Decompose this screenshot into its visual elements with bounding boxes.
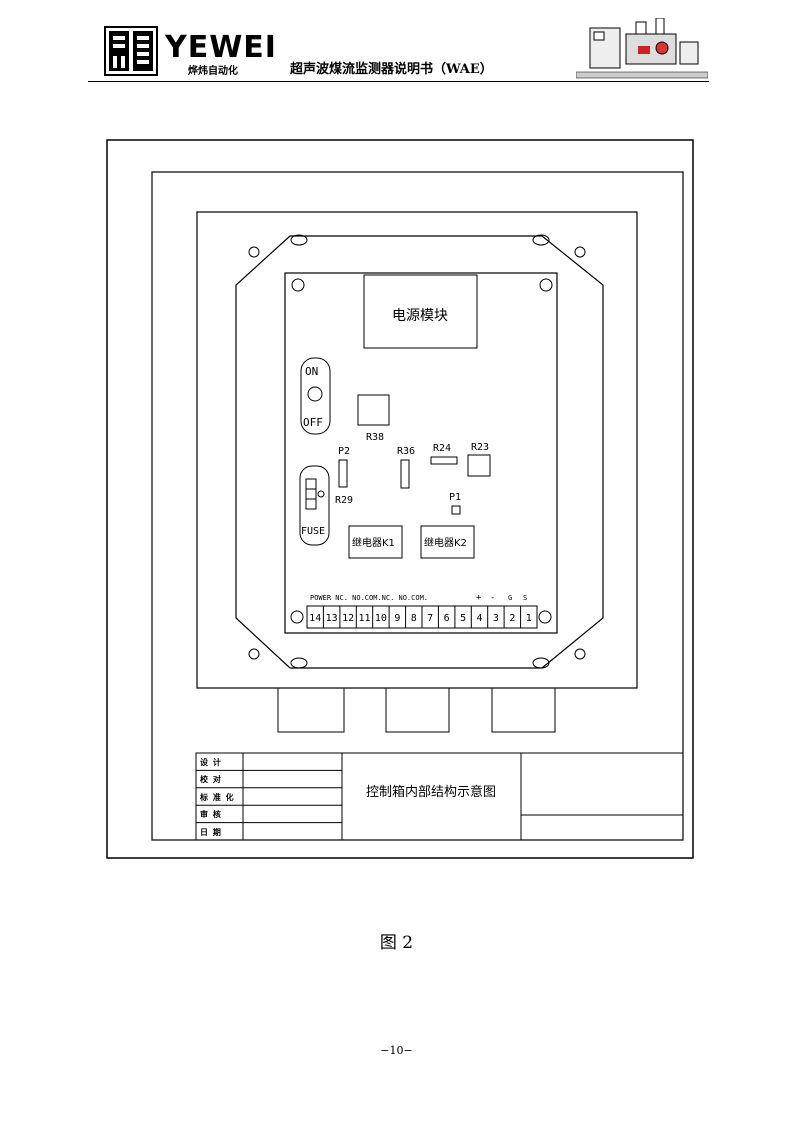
terminal-number: 1 (526, 613, 532, 624)
drawing-title: 控制箱内部结构示意图 (366, 784, 496, 800)
title-block-row: 设 计 (200, 757, 221, 767)
terminal-sign-g: G (508, 594, 512, 602)
terminal-number: 8 (411, 613, 417, 624)
page-number: −10− (380, 1044, 413, 1057)
terminal-sign-plus: + (476, 593, 482, 603)
document-title: 超声波煤流监测器说明书（WAE） (290, 62, 493, 77)
brand-name: YEWEI (165, 30, 277, 65)
terminal-number: 12 (342, 613, 354, 624)
terminal-sign-minus: - (490, 593, 495, 603)
r36-label: R36 (397, 446, 415, 457)
terminal-function-header: POWER NC. NO.COM.NC. NO.COM. (310, 594, 428, 602)
switch-on-label: ON (305, 365, 318, 378)
title-block-row: 校 对 (200, 774, 221, 784)
terminal-number: 13 (326, 613, 338, 624)
terminal-number: 3 (493, 613, 499, 624)
terminal-number: 6 (444, 613, 450, 624)
relay-k1-label: 继电器K1 (352, 536, 395, 549)
terminal-sign-s: S (523, 594, 527, 602)
terminal-dividers (322, 606, 522, 628)
p1-label: P1 (449, 492, 461, 503)
title-block-row: 审 核 (200, 809, 221, 819)
brand-subtitle: 烨炜自动化 (188, 66, 238, 77)
terminal-number: 10 (375, 613, 387, 624)
terminal-number: 5 (460, 613, 466, 624)
terminal-number: 4 (476, 613, 482, 624)
r38-label: R38 (366, 432, 384, 443)
terminal-number: 2 (509, 613, 515, 624)
title-block-row: 标 准 化 (199, 792, 234, 802)
title-block-row: 日 期 (200, 827, 221, 837)
r24-label: R24 (433, 443, 451, 454)
terminal-number: 7 (427, 613, 433, 624)
header-divider (88, 81, 709, 82)
terminal-number: 9 (394, 613, 400, 624)
terminal-number: 11 (358, 613, 370, 624)
power-module-label: 电源模块 (392, 308, 448, 324)
figure-caption: 图 2 (379, 933, 414, 953)
relay-k2-label: 继电器K2 (424, 536, 467, 549)
equipment-illustration (575, 17, 709, 80)
company-logo (104, 26, 158, 76)
terminal-number: 14 (309, 613, 321, 624)
r29-label: R29 (335, 495, 353, 506)
fuse-label: FUSE (301, 526, 325, 537)
switch-off-label: OFF (303, 416, 323, 429)
r23-label: R23 (471, 442, 489, 453)
p2-label: P2 (338, 446, 350, 457)
